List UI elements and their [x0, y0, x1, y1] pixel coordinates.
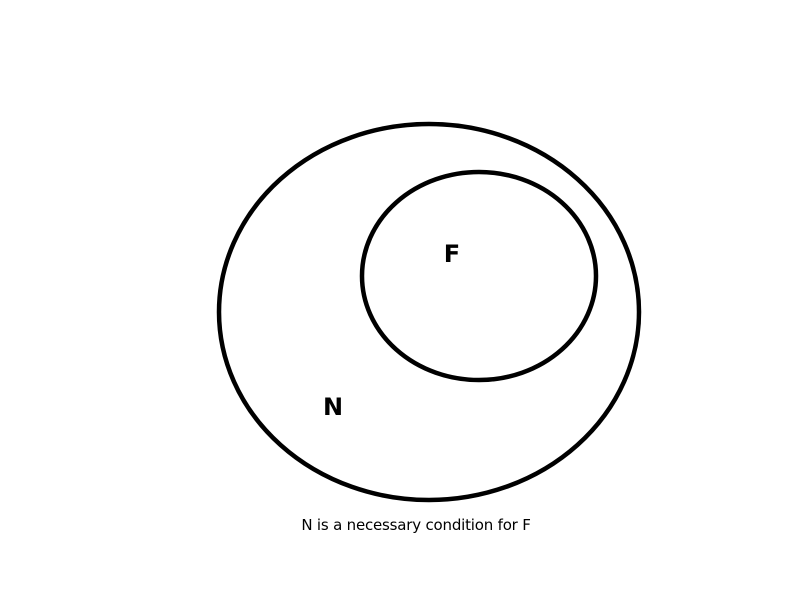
- diagram-caption: N is a necessary condition for F: [301, 516, 531, 534]
- inner-set-circle: [359, 169, 599, 383]
- inner-set-label: F: [444, 240, 460, 268]
- outer-set-label: N: [323, 393, 343, 421]
- outer-set-circle: [216, 121, 642, 503]
